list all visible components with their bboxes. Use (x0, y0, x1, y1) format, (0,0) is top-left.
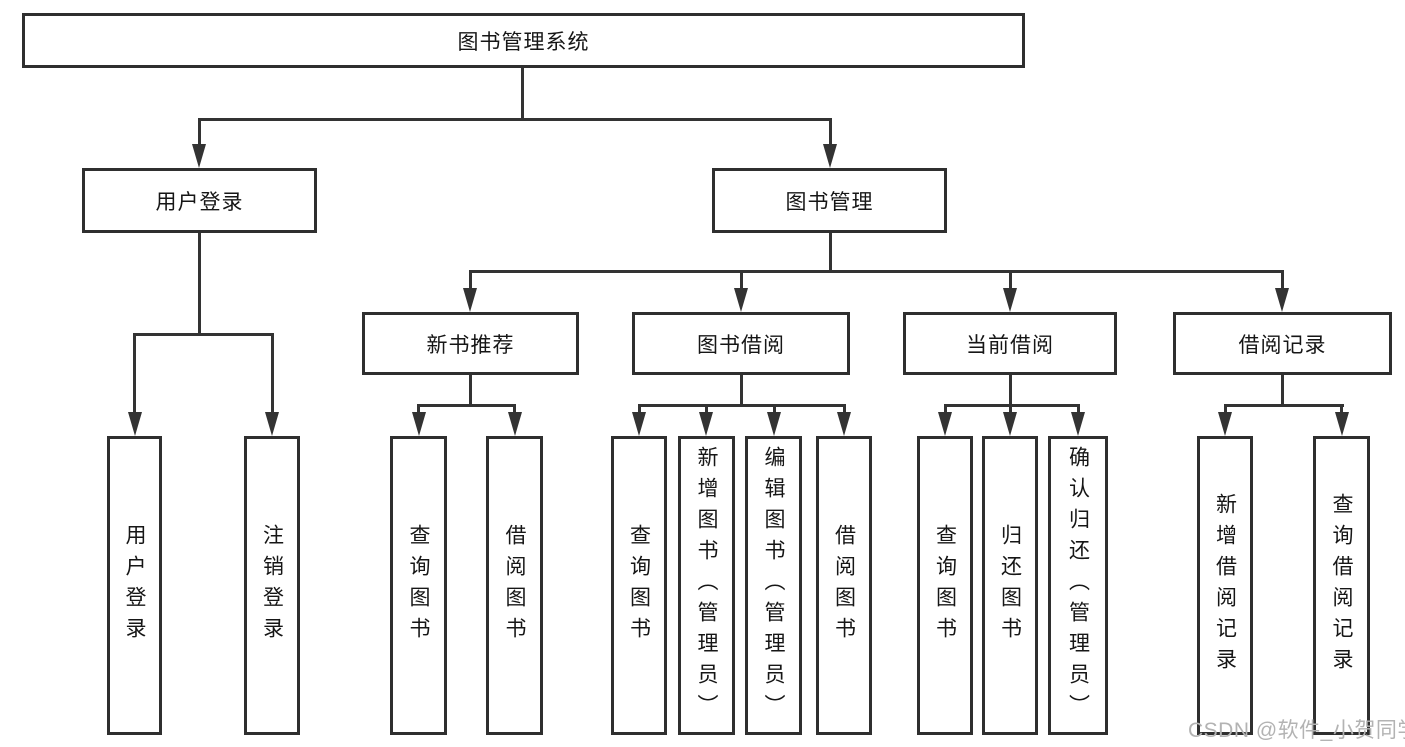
connector-line (270, 333, 274, 413)
leaf-borrow-book: 借阅图书 (816, 436, 872, 735)
leaf-label: 借阅图书 (503, 523, 526, 648)
connector-line (637, 404, 846, 407)
node-user-login: 用户登录 (82, 168, 317, 233)
arrow-down-icon (192, 144, 206, 168)
connector-line (1340, 404, 1343, 414)
leaf-label: 查询图书 (627, 523, 651, 648)
arrow-down-icon (1218, 412, 1232, 436)
arrow-down-icon (734, 288, 748, 312)
connector-line (1008, 404, 1012, 414)
node-new-book-recommend: 新书推荐 (362, 312, 579, 375)
node-label: 图书借阅 (697, 333, 785, 357)
arrow-down-icon (837, 412, 851, 436)
arrow-down-icon (767, 412, 781, 436)
connector-line (739, 375, 743, 407)
arrow-down-icon (411, 412, 426, 436)
connector-line (133, 333, 274, 336)
leaf-query-book: 查询图书 (917, 436, 973, 735)
connector-line (468, 270, 1284, 273)
node-user-login-label: 用户登录 (155, 190, 244, 214)
connector-line (133, 333, 136, 413)
node-root-label: 图书管理系统 (457, 30, 590, 54)
leaf-label: 新增借阅记录 (1213, 492, 1237, 679)
connector-line (828, 118, 832, 146)
leaf-label: 查询图书 (933, 523, 957, 648)
arrow-down-icon (632, 412, 646, 436)
connector-line (943, 404, 947, 414)
leaf-label: 查询图书 (407, 523, 430, 648)
node-book-management-label: 图书管理 (785, 190, 874, 214)
connector-line (197, 233, 201, 335)
node-label: 借阅记录 (1238, 333, 1327, 357)
connector-line (1280, 375, 1284, 407)
leaf-label: 归还图书 (998, 523, 1022, 648)
node-current-borrow: 当前借阅 (903, 312, 1117, 375)
leaf-edit-book-admin: 编辑图书（管理员） (745, 436, 802, 735)
leaf-label: 用户登录 (123, 523, 146, 648)
connector-line (1223, 404, 1227, 414)
arrow-down-icon (1003, 288, 1017, 312)
leaf-borrow-book: 借阅图书 (486, 436, 543, 735)
connector-line (417, 404, 516, 407)
connector-line (1008, 270, 1012, 290)
leaf-add-book-admin: 新增图书（管理员） (678, 436, 735, 735)
arrow-down-icon (1334, 412, 1349, 436)
leaf-user-login: 用户登录 (107, 436, 162, 735)
leaf-query-borrow-record: 查询借阅记录 (1313, 436, 1370, 735)
leaf-add-borrow-record: 新增借阅记录 (1197, 436, 1253, 735)
arrow-down-icon (127, 412, 142, 436)
leaf-label: 借阅图书 (832, 523, 856, 648)
leaf-confirm-return-admin: 确认归还（管理员） (1048, 436, 1108, 735)
leaf-return-book: 归还图书 (982, 436, 1038, 735)
connector-line (637, 404, 641, 414)
node-label: 新书推荐 (426, 333, 515, 357)
arrow-down-icon (823, 144, 837, 168)
leaf-label: 编辑图书（管理员） (762, 446, 785, 725)
connector-line (943, 404, 1080, 407)
leaf-query-book: 查询图书 (390, 436, 447, 735)
leaf-label: 注销登录 (260, 523, 284, 648)
node-label: 当前借阅 (966, 333, 1054, 357)
node-root: 图书管理系统 (22, 13, 1025, 68)
connector-line (513, 404, 516, 414)
connector-line (842, 404, 846, 414)
connector-line (739, 270, 743, 290)
arrow-down-icon (938, 412, 952, 436)
connector-line (772, 404, 776, 414)
leaf-label: 确认归还（管理员） (1066, 446, 1090, 725)
csdn-watermark: CSDN @软件_小贺同学 (1188, 719, 1405, 742)
connector-line (1076, 404, 1080, 414)
connector-line (520, 68, 524, 119)
connector-line (197, 118, 201, 146)
node-borrow-records: 借阅记录 (1173, 312, 1392, 375)
connector-line (1008, 375, 1012, 407)
leaf-label: 查询借阅记录 (1330, 492, 1353, 679)
leaf-query-book: 查询图书 (611, 436, 667, 735)
leaf-label: 新增图书（管理员） (695, 446, 718, 725)
arrow-down-icon (1275, 288, 1289, 312)
arrow-down-icon (507, 412, 522, 436)
node-book-management: 图书管理 (712, 168, 947, 233)
connector-line (704, 404, 708, 414)
arrow-down-icon (463, 288, 477, 312)
connector-line (1223, 404, 1344, 407)
arrow-down-icon (1003, 412, 1017, 436)
arrow-down-icon (265, 412, 279, 436)
node-book-borrow: 图书借阅 (632, 312, 850, 375)
connector-line (1280, 270, 1284, 290)
connector-line (468, 270, 472, 290)
leaf-logout: 注销登录 (244, 436, 300, 735)
connector-line (197, 118, 832, 121)
connector-line (417, 404, 420, 414)
connector-line (828, 233, 832, 273)
arrow-down-icon (699, 412, 713, 436)
connector-line (468, 375, 472, 407)
arrow-down-icon (1071, 412, 1085, 436)
